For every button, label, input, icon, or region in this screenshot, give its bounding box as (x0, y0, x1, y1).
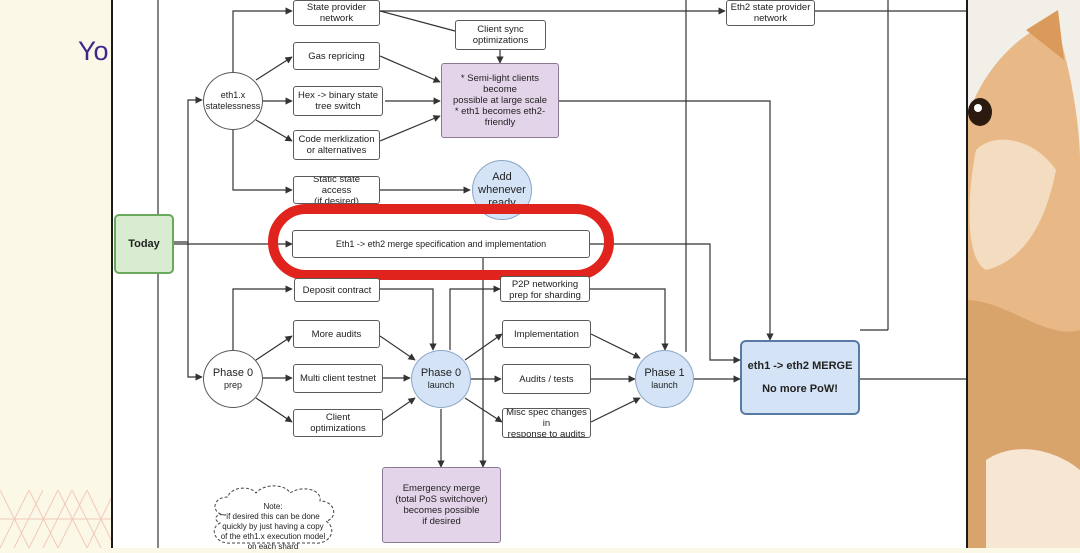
highlight-ring (268, 204, 614, 280)
emergency-line3: becomes possible (403, 505, 480, 516)
deposit-contract-box: Deposit contract (294, 278, 380, 302)
phase0-prep-label: Phase 0 (212, 367, 254, 379)
phase0-prep-node: Phase 0 prep (203, 350, 263, 408)
state-provider-line1: State provider (306, 2, 367, 13)
note-line3: quickly by just having a copy (222, 522, 324, 531)
add-line1: Add (492, 170, 512, 183)
audits-tests-box: Audits / tests (502, 364, 591, 394)
hex-binary-line1: Hex -> binary state (298, 90, 378, 101)
emergency-line1: Emergency merge (402, 483, 481, 494)
eth2-state-provider-box: Eth2 state provider network (726, 0, 815, 26)
note-line1: Note: (263, 502, 283, 511)
eth1x-label: eth1.x (220, 90, 246, 100)
merge-final-line1: eth1 -> eth2 MERGE (747, 359, 853, 372)
more-audits-box: More audits (293, 320, 380, 348)
client-sync-line2: optimizations (472, 35, 529, 46)
today-node: Today (114, 214, 174, 274)
state-provider-line2: network (319, 13, 354, 24)
semi-light-line3: * eth1 becomes eth2-friendly (454, 106, 546, 128)
code-merklization-line1: Code merklization (298, 134, 375, 145)
merge-spec-box: Eth1 -> eth2 merge specification and imp… (292, 230, 590, 258)
gas-repricing-box: Gas repricing (293, 42, 380, 70)
semi-light-line1: * Semi-light clients become (460, 73, 540, 95)
misc-spec-line2: response to audits (507, 428, 586, 438)
p2p-line2: prep for sharding (509, 290, 581, 301)
emergency-merge-box: Emergency merge (total PoS switchover) b… (382, 467, 501, 543)
client-sync-box: Client sync optimizations (455, 20, 546, 50)
client-optimizations-box: Client optimizations (293, 409, 383, 437)
code-merklization-line2: or alternatives (306, 145, 367, 156)
p2p-line1: P2P networking (511, 279, 579, 290)
note-line5: on each shard (247, 542, 299, 551)
misc-spec-changes-box: Misc spec changes in response to audits (502, 408, 591, 438)
eth1x-sublabel: statelessness (205, 101, 261, 111)
client-sync-line1: Client sync (477, 24, 524, 35)
phase0-launch-sublabel: launch (427, 380, 455, 390)
hex-binary-line2: tree switch (315, 101, 361, 112)
note-line4: of the eth1.x execution model (220, 532, 326, 541)
shiba-dog-image (966, 0, 1080, 548)
phase0-launch-label: Phase 0 (420, 367, 462, 379)
slide-title: Yo (78, 36, 109, 66)
phase1-launch-sublabel: launch (651, 380, 678, 390)
multi-client-testnet-box: Multi client testnet (293, 364, 383, 393)
emergency-line4: if desired (422, 516, 461, 527)
semi-light-clients-box: * Semi-light clients become possible at … (441, 63, 559, 138)
add-line2: whenever (478, 183, 526, 196)
implementation-box: Implementation (502, 320, 591, 348)
note-cloud (213, 485, 335, 544)
eth2-state-provider-line2: network (753, 13, 788, 24)
note-line2: if desired this can be done (226, 512, 320, 521)
static-state-box: Static state access (if desired) (293, 176, 380, 204)
misc-spec-line1: Misc spec changes in (506, 408, 587, 429)
p2p-networking-box: P2P networking prep for sharding (500, 276, 590, 302)
hex-binary-box: Hex -> binary state tree switch (293, 86, 383, 116)
phase0-prep-sublabel: prep (223, 380, 242, 390)
phase1-launch-node: Phase 1 launch (635, 350, 694, 408)
static-state-line1: Static state access (313, 176, 360, 196)
merge-final-line2: No more PoW! (762, 382, 838, 395)
static-state-line2: (if desired) (314, 195, 359, 204)
eth2-state-provider-line1: Eth2 state provider (730, 2, 811, 13)
semi-light-line2: possible at large scale (453, 95, 547, 106)
state-provider-box: State provider network (293, 0, 380, 26)
phase1-launch-label: Phase 1 (644, 367, 685, 379)
code-merklization-box: Code merklization or alternatives (293, 130, 380, 160)
eth1-eth2-merge-box: eth1 -> eth2 MERGE No more PoW! (740, 340, 860, 415)
note-text: Note: if desired this can be done quickl… (214, 502, 332, 552)
eth1x-statelessness-node: eth1.x statelessness (203, 72, 263, 130)
asanoha-pattern-icon (0, 490, 115, 548)
emergency-line2: (total PoS switchover) (395, 494, 488, 505)
phase0-launch-node: Phase 0 launch (411, 350, 471, 408)
